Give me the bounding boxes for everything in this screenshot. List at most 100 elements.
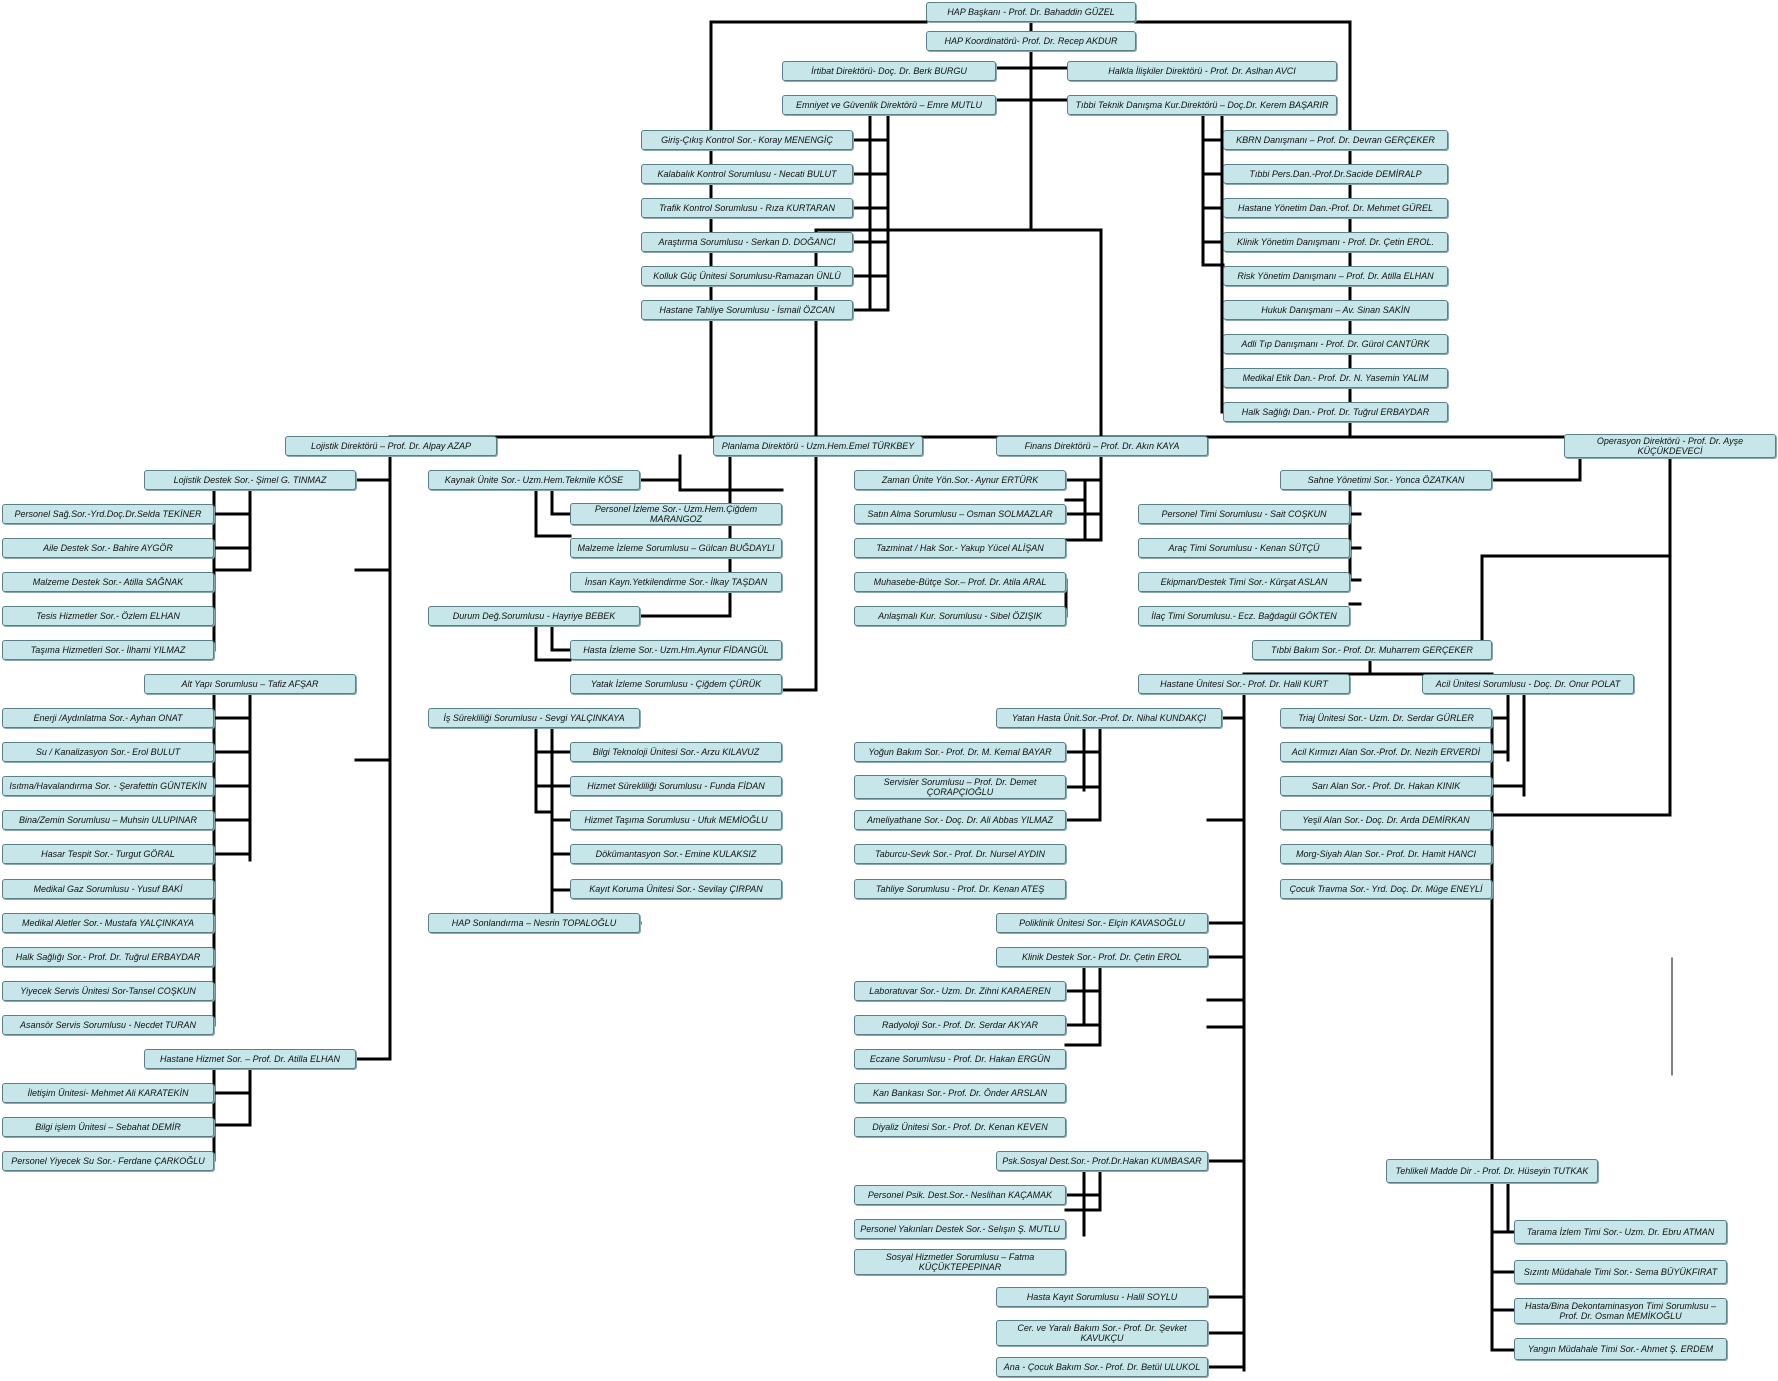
node-personel-sag: Personel Sağ.Sor.-Yrd.Doç.Dr.Selda TEKİN… — [2, 504, 214, 524]
node-hasar-tespit: Hasar Tespit Sor.- Turgut GÖRAL — [2, 844, 214, 864]
node-iletisim-unitesi: İletişim Ünitesi- Mehmet Ali KARATEKİN — [2, 1083, 214, 1103]
node-enerji-aydinlatma: Enerji /Aydınlatma Sor.- Ayhan ONAT — [2, 708, 214, 728]
node-hastane-hizmet: Hastane Hizmet Sor. – Prof. Dr. Atilla E… — [144, 1049, 356, 1069]
node-zaman-unite: Zaman Ünite Yön.Sor.- Aynur ERTÜRK — [854, 470, 1066, 490]
node-bina-zemin: Bina/Zemin Sorumlusu – Muhsin ULUPINAR — [2, 810, 214, 830]
node-sahne-yonetimi: Sahne Yönetimi Sor.- Yonca ÖZATKAN — [1280, 470, 1492, 490]
node-yangin-mudahale: Yangın Müdahale Timi Sor.- Ahmet Ş. ERDE… — [1514, 1338, 1727, 1360]
node-isitma-havalandirma: Isıtma/Havalandırma Sor. - Şerafettin GÜ… — [2, 776, 214, 796]
node-yogun-bakim: Yoğun Bakım Sor.- Prof. Dr. M. Kemal BAY… — [854, 742, 1066, 762]
node-poliklinik-unitesi: Poliklinik Ünitesi Sor.- Elçin KAVASOĞLU — [996, 913, 1208, 933]
node-sosyal-hizmetler: Sosyal Hizmetler Sorumlusu – Fatma KÜÇÜK… — [854, 1249, 1066, 1275]
node-yatan-hasta-unit: Yatan Hasta Ünit.Sor.-Prof. Dr. Nihal KU… — [996, 708, 1222, 728]
node-sizinti-mudahale: Sızıntı Müdahale Timi Sor.- Sema BÜYÜKFI… — [1514, 1260, 1727, 1284]
node-halk-sagligi-sor: Halk Sağlığı Sor.- Prof. Dr. Tuğrul ERBA… — [2, 947, 214, 967]
node-durum-degerlendirme: Durum Değ.Sorumlusu - Hayriye BEBEK — [428, 606, 640, 626]
node-alt-yapi: Alt Yapı Sorumlusu – Tafiz AFŞAR — [144, 674, 356, 694]
node-hastane-tahliye: Hastane Tahliye Sorumlusu - İsmail ÖZCAN — [641, 300, 853, 320]
node-medikal-aletler: Medikal Aletler Sor.- Mustafa YALÇINKAYA — [2, 913, 214, 933]
node-hastane-yonetim-dan: Hastane Yönetim Dan.-Prof. Dr. Mehmet GÜ… — [1223, 198, 1448, 218]
node-hap-baskani: HAP Başkanı - Prof. Dr. Bahaddin GÜZEL — [926, 2, 1136, 22]
node-operasyon-direktoru: Operasyon Direktörü - Prof. Dr. Ayşe KÜÇ… — [1564, 434, 1776, 458]
node-klinik-yonetim-dan: Klinik Yönetim Danışmanı - Prof. Dr. Çet… — [1223, 232, 1448, 252]
node-asansor-servis: Asansör Servis Sorumlusu - Necdet TURAN — [2, 1015, 214, 1035]
node-tibbi-teknik-direktoru: Tıbbi Teknik Danışma Kur.Direktörü – Doç… — [1067, 95, 1337, 115]
node-ameliyathane: Ameliyathane Sor.- Doç. Dr. Ali Abbas YI… — [854, 810, 1066, 830]
node-yiyecek-servis: Yiyecek Servis Ünitesi Sor-Tansel COŞKUN — [2, 981, 214, 1001]
node-halkla-iliskiler-direktoru: Halkla İlişkiler Direktörü - Prof. Dr. A… — [1067, 61, 1337, 81]
node-klinik-destek: Klinik Destek Sor.- Prof. Dr. Çetin EROL — [996, 947, 1208, 967]
node-hizmet-surekliligi: Hizmet Sürekliliği Sorumlusu - Funda FİD… — [570, 776, 782, 796]
node-triaj-unitesi: Triaj Ünitesi Sor.- Uzm. Dr. Serdar GÜRL… — [1280, 708, 1492, 728]
node-kolluk-guc: Kolluk Güç Ünitesi Sorumlusu-Ramazan ÜNL… — [641, 266, 853, 286]
node-lojistik-destek: Lojistik Destek Sor.- Şimel G. TINMAZ — [144, 470, 356, 490]
node-personel-timi: Personel Timi Sorumlusu - Sait COŞKUN — [1138, 504, 1350, 524]
node-ekipman-destek-timi: Ekipman/Destek Timi Sor.- Kürşat ASLAN — [1138, 572, 1350, 592]
node-hap-koordinatoru: HAP Koordinatörü- Prof. Dr. Recep AKDUR — [926, 31, 1136, 51]
node-dekontaminasyon-timi: Hasta/Bina Dekontaminasyon Timi Sorumlus… — [1514, 1298, 1727, 1324]
node-cocuk-travma: Çocuk Travma Sor.- Yrd. Doç. Dr. Müge EN… — [1280, 879, 1492, 899]
node-risk-yonetim-dan: Risk Yönetim Danışmanı – Prof. Dr. Atill… — [1223, 266, 1448, 286]
node-hukuk-dan: Hukuk Danışmanı – Av. Sinan SAKİN — [1223, 300, 1448, 320]
node-tibbi-bakim: Tıbbi Bakım Sor.- Prof. Dr. Muharrem GER… — [1252, 640, 1492, 660]
node-kaynak-unite: Kaynak Ünite Sor.- Uzm.Hem.Tekmile KÖSE — [428, 470, 640, 490]
node-servisler: Servisler Sorumlusu – Prof. Dr. Demet ÇO… — [854, 775, 1066, 799]
node-hizmet-tasima: Hizmet Taşıma Sorumlusu - Ufuk MEMİOĞLU — [570, 810, 782, 830]
node-finans-direktoru: Finans Direktörü – Prof. Dr. Akın KAYA — [996, 436, 1208, 456]
node-tibbi-pers-dan: Tıbbi Pers.Dan.-Prof.Dr.Sacide DEMİRALP — [1223, 164, 1448, 184]
node-acil-unitesi: Acil Ünitesi Sorumlusu - Doç. Dr. Onur P… — [1422, 674, 1634, 694]
node-ana-cocuk-bakim: Ana - Çocuk Bakım Sor.- Prof. Dr. Betül … — [996, 1357, 1208, 1377]
node-radyoloji: Radyoloji Sor.- Prof. Dr. Serdar AKYAR — [854, 1015, 1066, 1035]
node-trafik-kontrol: Trafik Kontrol Sorumlusu - Rıza KURTARAN — [641, 198, 853, 218]
node-medikal-etik-dan: Medikal Etik Dan.- Prof. Dr. N. Yasemin … — [1223, 368, 1448, 388]
node-giris-cikis: Giriş-Çıkış Kontrol Sor.- Koray MENENGİÇ — [641, 130, 853, 150]
node-ilac-timi: İlaç Timi Sorumlusu.- Ecz. Bağdagül GÖKT… — [1138, 606, 1350, 626]
node-kalabalik-kontrol: Kalabalık Kontrol Sorumlusu - Necati BUL… — [641, 164, 853, 184]
node-laboratuvar: Laboratuvar Sor.- Uzm. Dr. Zihni KARAERE… — [854, 981, 1066, 1001]
node-medikal-gaz: Medikal Gaz Sorumlusu - Yusuf BAKİ — [2, 879, 214, 899]
node-kayit-koruma: Kayıt Koruma Ünitesi Sor.- Sevilay ÇIRPA… — [570, 879, 782, 899]
node-psk-sosyal-destek: Psk.Sosyal Dest.Sor.- Prof.Dr.Hakan KUMB… — [996, 1151, 1208, 1171]
node-tahliye-sorumlusu: Tahliye Sorumlusu - Prof. Dr. Kenan ATEŞ — [854, 879, 1066, 899]
node-eczane: Eczane Sorumlusu - Prof. Dr. Hakan ERGÜN — [854, 1049, 1066, 1069]
node-bilgi-islem: Bilgi işlem Ünitesi – Sebahat DEMİR — [2, 1117, 214, 1137]
node-cerrahi-yarali-bakim: Cer. ve Yaralı Bakım Sor.- Prof. Dr. Şev… — [996, 1320, 1208, 1346]
node-sari-alan: Sarı Alan Sor.- Prof. Dr. Hakan KINIK — [1280, 776, 1492, 796]
node-hastane-unitesi: Hastane Ünitesi Sor.- Prof. Dr. Halil KU… — [1138, 674, 1350, 694]
node-hap-sonlandirma: HAP Sonlandırma – Nesrin TOPALOĞLU — [428, 913, 640, 933]
node-satin-alma: Satın Alma Sorumlusu – Osman SOLMAZLAR — [854, 504, 1066, 524]
node-taburcu-sevk: Taburcu-Sevk Sor.- Prof. Dr. Nursel AYDI… — [854, 844, 1066, 864]
node-anlasmali-kurum: Anlaşmalı Kur. Sorumlusu - Sibel ÖZIŞIK — [854, 606, 1066, 626]
node-personel-yiyecek: Personel Yiyecek Su Sor.- Ferdane ÇARKOĞ… — [2, 1151, 214, 1171]
node-insan-kaynaklari: İnsan Kayn.Yetkilendirme Sor.- İlkay TAŞ… — [570, 572, 782, 592]
node-irtibat-direktoru: İrtibat Direktörü- Doç. Dr. Berk BURGU — [782, 61, 996, 81]
node-tesis-hizmetler: Tesis Hizmetler Sor.- Özlem ELHAN — [2, 606, 214, 626]
node-halk-sagligi-dan: Halk Sağlığı Dan.- Prof. Dr. Tuğrul ERBA… — [1223, 402, 1448, 422]
node-personel-yakinlari: Personel Yakınları Destek Sor.- Selışın … — [854, 1219, 1066, 1239]
node-arastirma: Araştırma Sorumlusu - Serkan D. DOĞANCI — [641, 232, 853, 252]
node-lojistik-direktoru: Lojistik Direktörü – Prof. Dr. Alpay AZA… — [285, 436, 497, 456]
node-is-surekliligi: İş Sürekliliği Sorumlusu - Sevgi YALÇINK… — [428, 708, 640, 728]
node-adli-tip-dan: Adli Tıp Danışmanı - Prof. Dr. Gürol CAN… — [1223, 334, 1448, 354]
node-personel-izleme: Personel İzleme Sor.- Uzm.Hem.Çiğdem MAR… — [570, 503, 782, 525]
node-yesil-alan: Yeşil Alan Sor.- Doç. Dr. Arda DEMİRKAN — [1280, 810, 1492, 830]
node-hasta-kayit: Hasta Kayıt Sorumlusu - Halil SOYLU — [996, 1287, 1208, 1307]
node-emniyet-direktoru: Emniyet ve Güvenlik Direktörü – Emre MUT… — [782, 95, 996, 115]
node-aile-destek: Aile Destek Sor.- Bahire AYGÖR — [2, 538, 214, 558]
node-tazminat-hak: Tazminat / Hak Sor.- Yakup Yücel ALİŞAN — [854, 538, 1066, 558]
node-yatak-izleme: Yatak İzleme Sorumlusu - Çiğdem ÇÜRÜK — [570, 674, 782, 694]
node-malzeme-izleme: Malzeme İzleme Sorumlusu – Gülcan BUĞDAY… — [570, 538, 782, 558]
node-kirmizi-alan: Acil Kırmızı Alan Sor.-Prof. Dr. Nezih E… — [1280, 742, 1492, 762]
node-kan-bankasi: Kan Bankası Sor.- Prof. Dr. Önder ARSLAN — [854, 1083, 1066, 1103]
node-arac-timi: Araç Timi Sorumlusu - Kenan SÜTÇÜ — [1138, 538, 1350, 558]
node-morg-siyah-alan: Morg-Siyah Alan Sor.- Prof. Dr. Hamit HA… — [1280, 844, 1492, 864]
node-hasta-izleme: Hasta İzleme Sor.- Uzm.Hm.Aynur FİDANGÜL — [570, 640, 782, 660]
node-tarama-izlem-timi: Tarama İzlem Timi Sor.- Uzm. Dr. Ebru AT… — [1514, 1220, 1727, 1244]
node-su-kanalizasyon: Su / Kanalizasyon Sor.- Erol BULUT — [2, 742, 214, 762]
node-diyaliz: Diyaliz Ünitesi Sor.- Prof. Dr. Kenan KE… — [854, 1117, 1066, 1137]
node-tasima-hizmetleri: Taşıma Hizmetleri Sor.- İlhami YILMAZ — [2, 640, 214, 660]
node-dokumantasyon: Dökümantasyon Sor.- Emine KULAKSIZ — [570, 844, 782, 864]
node-planlama-direktoru: Planlama Direktörü - Uzm.Hem.Emel TÜRKBE… — [713, 436, 923, 456]
node-muhasebe-butce: Muhasebe-Bütçe Sor.– Prof. Dr. Atila ARA… — [854, 572, 1066, 592]
